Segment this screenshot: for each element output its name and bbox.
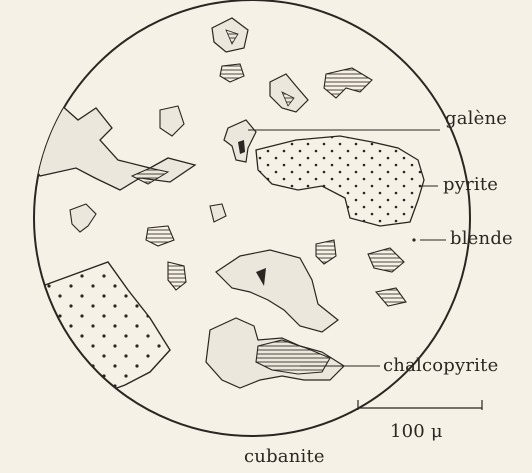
- grain-small-1: [160, 106, 184, 136]
- pyrite-grain-large: [40, 262, 170, 398]
- label-pyrite: pyrite: [443, 174, 498, 195]
- grain-small-8: [376, 288, 406, 306]
- grain-hatched-top: [220, 64, 244, 82]
- label-cubanite: cubanite: [244, 446, 325, 467]
- scale-label: 100 μ: [390, 421, 443, 442]
- label-blende: blende: [450, 228, 513, 249]
- grain-small-2: [70, 204, 96, 232]
- grain-top-center: [270, 74, 308, 112]
- grain-small-4: [210, 204, 226, 222]
- blende-marker: [412, 238, 415, 241]
- grain-small-3: [146, 226, 174, 246]
- grain-small-5: [168, 262, 186, 290]
- pyrite-grain-elongated: [256, 136, 424, 226]
- label-chalcopyrite: chalcopyrite: [383, 355, 498, 376]
- grain-small-6: [316, 240, 336, 264]
- grain-top-right: [324, 68, 372, 98]
- grain-small-7: [368, 248, 404, 272]
- galene-grain: [224, 120, 256, 162]
- scale-bar: [358, 400, 482, 410]
- label-galene: galène: [445, 108, 507, 129]
